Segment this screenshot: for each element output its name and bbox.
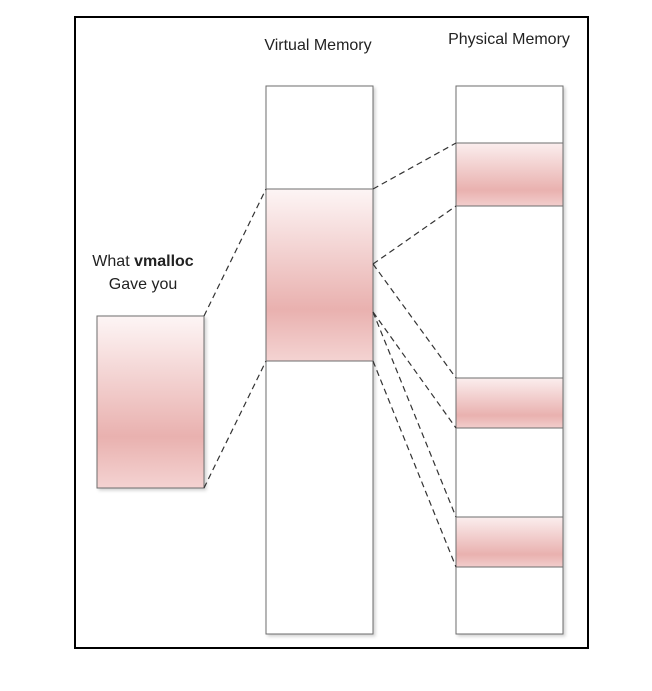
mapping-line-page3-top xyxy=(372,311,457,518)
physical-memory-heading: Physical Memory xyxy=(448,31,570,48)
mapping-line-vmalloc-top xyxy=(203,188,267,317)
virtual-memory-heading: Virtual Memory xyxy=(264,37,371,54)
physical-page-3 xyxy=(455,516,564,568)
mapping-line-page1-bottom xyxy=(372,205,457,265)
virtual-memory-region xyxy=(265,188,374,362)
mapping-line-page1-top xyxy=(372,142,457,190)
vmalloc-caption-line2: Gave you xyxy=(109,276,177,293)
caption-vmalloc: vmalloc xyxy=(134,253,194,270)
mapping-line-vmalloc-bottom xyxy=(203,360,267,489)
mapping-line-page2-top xyxy=(372,263,457,379)
vmalloc-caption-line1: What vmalloc xyxy=(92,253,193,270)
mapping-line-page3-bottom xyxy=(372,360,457,568)
physical-page-1 xyxy=(455,142,564,207)
caption-what: What xyxy=(92,253,134,270)
vmalloc-block xyxy=(96,315,205,489)
physical-page-2 xyxy=(455,377,564,429)
mapping-line-page2-bottom xyxy=(372,311,457,429)
